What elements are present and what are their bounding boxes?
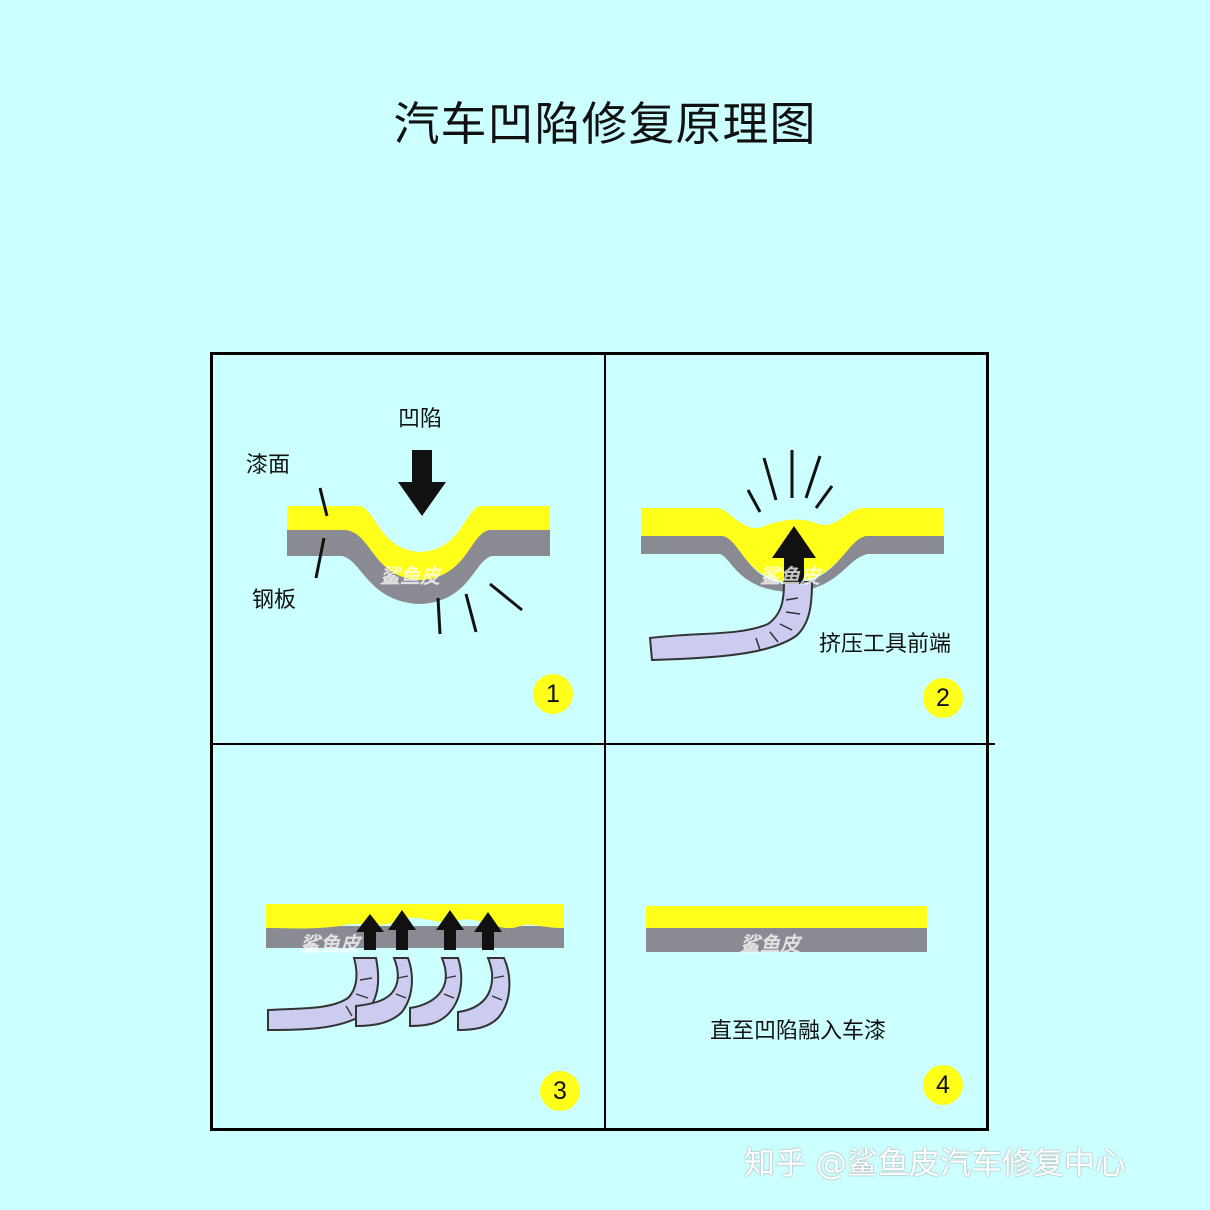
panel-3-tool <box>409 957 463 1028</box>
diagram-grid <box>210 352 995 1131</box>
panel-3-number-badge: 3 <box>540 1071 580 1111</box>
page-title: 汽车凹陷修复原理图 <box>393 97 817 151</box>
source-credit: 知乎 @鲨鱼皮汽车修复中心 <box>744 1146 1126 1182</box>
panel-4-steel-layer <box>646 926 927 952</box>
panel-2-release-line <box>762 457 778 501</box>
panel-2-tool-label: 挤压工具前端 <box>819 632 952 657</box>
grid-divider-horizontal <box>213 743 995 745</box>
watermark-logo: 鲨鱼皮 <box>380 564 440 588</box>
watermark-logo: 鲨鱼皮 <box>740 932 800 956</box>
panel-1-number-badge: 1 <box>533 674 573 714</box>
panel-2-steel-layer <box>641 534 944 592</box>
panel-2-tool <box>648 581 814 662</box>
panel-2-release-line <box>804 455 822 499</box>
panel-2-release-line <box>814 485 834 509</box>
panel-3-illustration <box>266 904 564 1032</box>
panel-3-tool <box>267 957 380 1032</box>
panel-3-push-arrow <box>356 914 384 950</box>
panel-2-release-line <box>746 489 762 513</box>
panel-4-paint-layer <box>646 906 927 928</box>
panel-1-steel-layer <box>287 528 550 604</box>
panel-1-dent-arrow <box>398 450 446 516</box>
panel-1-paint-label: 漆面 <box>246 453 291 478</box>
panel-2-number-badge: 2 <box>923 678 963 718</box>
panel-3-tool-ridges <box>345 975 505 1017</box>
panel-1-impact-line <box>436 597 442 635</box>
panel-4-number-badge: 4 <box>923 1065 963 1105</box>
panel-4-illustration <box>646 906 927 952</box>
panel-2-push-arrow <box>772 526 816 584</box>
panel-2-illustration <box>641 450 944 662</box>
panel-4-result-label: 直至凹陷融入车漆 <box>710 1019 887 1044</box>
panel-3-push-arrow <box>474 912 502 950</box>
panel-3-tool <box>355 957 413 1028</box>
panel-2-tool-ridges <box>755 597 801 651</box>
panel-1-impact-line <box>489 582 523 612</box>
panel-1-dent-label: 凹陷 <box>398 407 443 432</box>
panel-1-steel-pointer <box>314 537 326 579</box>
grid-divider-vertical <box>604 355 606 1128</box>
panel-3-paint-layer <box>266 904 564 929</box>
watermark-logo: 鲨鱼皮 <box>760 564 820 588</box>
panel-3-push-arrow <box>436 910 464 950</box>
panel-1-steel-label: 钢板 <box>252 588 297 613</box>
panel-1-paint-layer <box>287 506 550 580</box>
panel-1-illustration <box>287 450 550 635</box>
panel-3-tool <box>457 957 511 1032</box>
panel-1-impact-line <box>464 593 478 633</box>
panel-3-push-arrow <box>388 910 416 950</box>
watermark-logo: 鲨鱼皮 <box>300 932 360 956</box>
panel-1-paint-pointer <box>318 487 329 517</box>
